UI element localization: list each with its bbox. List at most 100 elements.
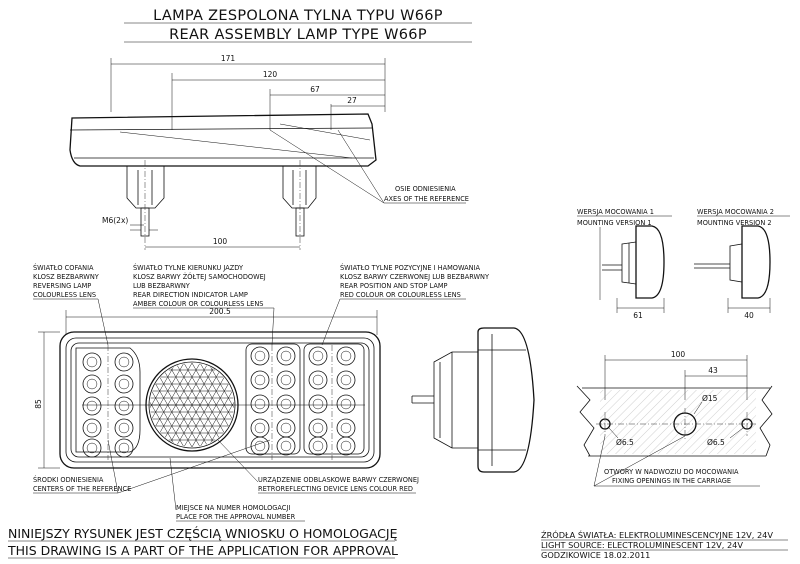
led [276,418,296,438]
mount-v2-pl: WERSJA MOCOWANIA 2 [697,208,774,216]
led [250,436,270,456]
label-reversing-1: KLOSZ BEZBARWNY [33,273,100,281]
led [276,436,296,456]
led-core [254,374,266,386]
dim-d6-5-right: Ø6.5 [707,438,725,447]
mount-v2-dim: 40 [744,311,754,320]
reflector-line [151,363,184,419]
dim-27: 27 [347,96,357,105]
front-labels: ŚWIATŁO COFANIA KLOSZ BEZBARWNY REVERSIN… [33,263,490,346]
dim-43: 43 [708,366,718,375]
led [250,418,270,438]
led [336,394,356,414]
reflector-line [177,372,219,445]
led [336,346,356,366]
label-indicator-2: LUB BEZBARWNY [133,282,191,290]
reflector-pattern [149,362,235,448]
mount-v1-pl: WERSJA MOCOWANIA 1 [577,208,654,216]
dim-171: 171 [221,54,236,63]
axes-label-pl: OSIE ODNIESIENIA [395,185,456,193]
led-core [86,378,98,390]
dim-100-holes: 100 [671,350,686,359]
led [336,370,356,390]
led-core [280,422,292,434]
led-core [86,442,98,454]
reflector-line [151,391,184,447]
label-centers-1: CENTERS OF THE REFERENCE [33,485,131,493]
led [82,396,102,416]
led [308,418,328,438]
led-core [340,440,352,452]
led-core [254,422,266,434]
led [114,374,134,394]
label-approval-0: MIEJSCE NA NUMER HOMOLOGACJI [176,504,290,512]
led [114,418,134,438]
label-indicator-1: KLOSZ BARWY ŻÓŁTEJ SAMOCHODOWEJ [133,272,266,281]
led-core [254,350,266,362]
led [308,394,328,414]
label-indicator-4: AMBER COLOUR OR COLOURLESS LENS [133,300,263,308]
dim-67: 67 [310,85,320,94]
dim-d15: Ø15 [702,394,718,403]
reflector-line [191,362,229,427]
led-core [312,440,324,452]
led [250,394,270,414]
led [308,436,328,456]
footer-pl: NINIEJSZY RYSUNEK JEST CZĘŚCIĄ WNIOSKU O… [8,526,398,541]
label-position-3: RED COLOUR OR COLOURLESS LENS [340,291,461,299]
light-source-pl: ŹRÓDŁA ŚWIATŁA: ELEKTROLUMINESCENCYJNE 1… [541,529,773,540]
led [250,346,270,366]
led [336,418,356,438]
label-retro-1: RETROREFLECTING DEVICE LENS COLOUR RED [258,485,413,493]
led [308,346,328,366]
reflector-line [159,363,200,433]
led [82,438,102,458]
dim-d6-5-left: Ø6.5 [616,438,634,447]
label-position-2: REAR POSITION AND STOP LAMP [340,282,448,290]
mount-v1-dim: 61 [633,311,643,320]
led-core [280,398,292,410]
reflector-line [155,362,193,427]
reflector-line [165,365,207,438]
led-array [82,346,356,458]
led-core [340,398,352,410]
led-core [312,422,324,434]
led-core [312,374,324,386]
led [82,352,102,372]
led [276,346,296,366]
light-source-en: LIGHT SOURCE: ELECTROLUMINESCENT 12V, 24… [541,540,743,550]
label-centers-0: ŚRODKI ODNIESIENIA [33,475,104,484]
led-core [118,442,130,454]
holes-caption-pl: OTWORY W NADWOZIU DO MOCOWANIA [604,468,739,476]
label-reversing-3: COLOURLESS LENS [33,291,96,299]
led-core [86,400,98,412]
label-position-1: KLOSZ BARWY CZERWONEJ LUB BEZBARWNY [340,273,490,281]
led-core [86,356,98,368]
led-core [254,440,266,452]
led-core [118,400,130,412]
thread-label: M6(2x) [102,216,128,225]
led-core [280,440,292,452]
dim-85: 85 [34,399,43,409]
mounting-versions: WERSJA MOCOWANIA 1 MOUNTING VERSION 1 61… [577,208,790,320]
front-view: 200.5 85 [34,307,381,469]
led-core [86,422,98,434]
reflector-line [149,367,174,408]
footer-en: THIS DRAWING IS A PART OF THE APPLICATIO… [7,543,398,558]
title-pl: LAMPA ZESPOLONA TYLNA TYPU W66P [153,8,443,24]
mount-v1-en: MOUNTING VERSION 1 [577,219,652,227]
label-position-0: ŚWIATŁO TYLNE POZYCYJNE I HAMOWANIA [340,263,481,272]
side-profile [411,327,535,473]
place-date: GODZIKOWICE 18.02.2011 [541,550,650,560]
led [114,352,134,372]
led-core [280,374,292,386]
label-reversing-2: REVERSING LAMP [33,282,91,290]
led [276,370,296,390]
dim-120: 120 [263,70,278,79]
label-retro-0: URZĄDZENIE ODBLASKOWE BARWY CZERWONEJ [258,476,419,484]
reflector-line [210,367,235,408]
led-core [312,398,324,410]
mount-v2-en: MOUNTING VERSION 2 [697,219,772,227]
led-core [340,374,352,386]
